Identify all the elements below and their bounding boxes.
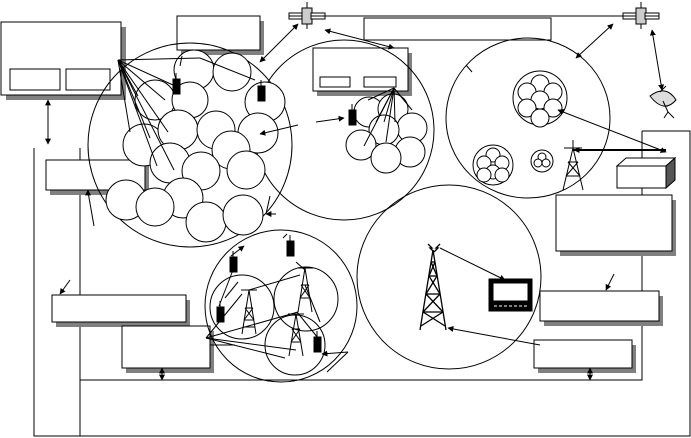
server-icon [615, 156, 677, 190]
arrows [45, 23, 667, 381]
arrows-lower-left [230, 245, 245, 257]
box-top-right-long [363, 17, 552, 41]
box-top-left-unit [0, 21, 126, 100]
box-center-unit [312, 47, 412, 96]
cell-cluster-right [472, 70, 568, 186]
connection-lines [117, 15, 666, 359]
coverage-area-lower [204, 229, 358, 383]
satellite-dish-icon [649, 85, 677, 119]
cell-cluster-left [105, 49, 286, 243]
satellite-icon [288, 2, 326, 29]
box-left-lower [51, 294, 190, 327]
radio-tower-icon [419, 243, 447, 331]
cell-tower-icon [562, 140, 584, 191]
box-top-left-sub-a [9, 68, 61, 91]
coverage-area-broadcast [356, 184, 542, 370]
cell-cluster-center [345, 93, 428, 174]
mobile-phone-icon [172, 73, 357, 353]
box-top-center [176, 15, 264, 55]
satellite-icon [622, 2, 660, 29]
cell-cluster-lower [209, 266, 339, 376]
cell-tower-icon [297, 267, 313, 313]
box-bottom-right [533, 339, 636, 373]
box-right-large [555, 194, 676, 256]
box-bottom-center [121, 325, 214, 373]
box-top-left-sub-b [65, 68, 111, 91]
television-icon [488, 278, 533, 312]
box-right-lower [539, 290, 663, 326]
coverage-area-left [87, 42, 293, 248]
